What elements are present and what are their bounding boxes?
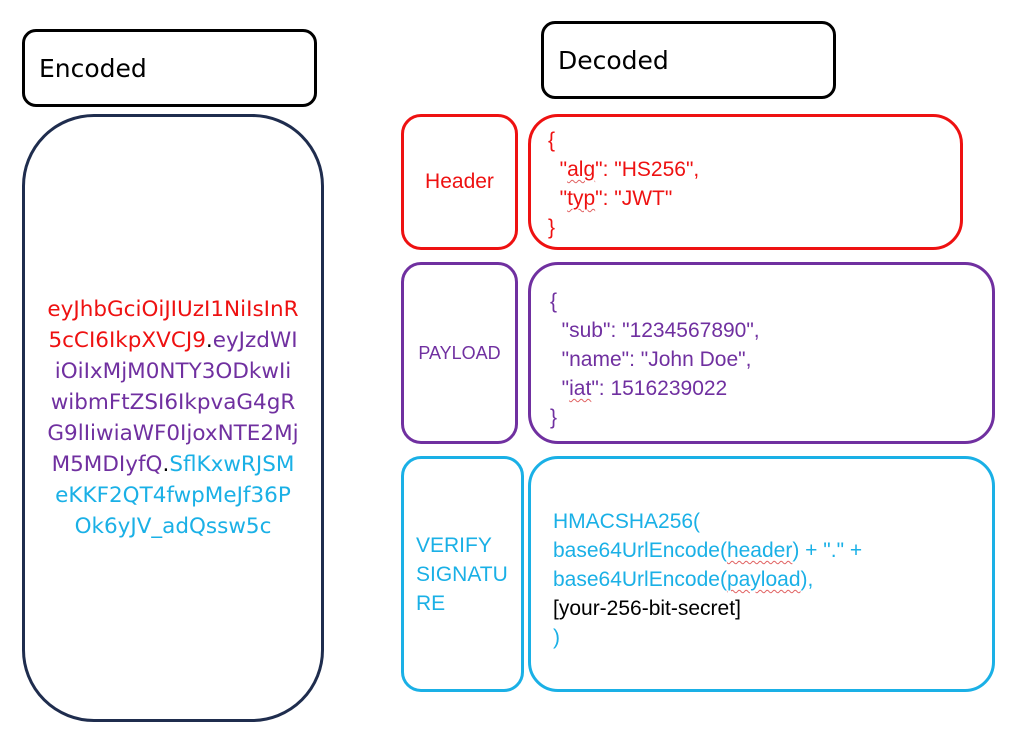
decoded-title: Decoded [558,45,669,75]
encoded-title: Encoded [39,53,147,83]
encode-fn-1: base64UrlEncode [553,539,720,562]
name-value: "John Doe", [640,348,752,371]
arg-header: header [726,539,793,562]
hmac-call: HMACSHA256( [553,510,701,533]
hmac-close: ) [553,626,560,649]
header-section-label: Header [401,114,518,250]
name-key: name [569,348,622,371]
typ-key: typ [567,187,596,210]
payload-json: { "sub": "1234567890", "name": "John Doe… [550,290,760,429]
payload-section-label: PAYLOAD [401,262,518,444]
brace-open: { [548,129,556,152]
token-header-part: eyJhbGciOiJIUzI1NiIsInR5cCI6IkpXVCJ9 [47,297,299,353]
signature-label-text: VERIFY SIGNATURE [416,533,508,615]
payload-json-box: { "sub": "1234567890", "name": "John Doe… [528,262,995,444]
concat-op: + "." + [799,539,863,562]
arg-payload: payload [726,568,801,591]
brace-open: { [550,290,558,313]
token-separator: . [162,452,170,477]
encoded-title-box: Encoded [22,29,317,107]
alg-key: alg [567,158,596,181]
token-signature-part: SflKxwRJSMeKKF2QT4fwpMeJf36POk6yJV_adQss… [55,452,295,539]
header-json: { "alg": "HS256", "typ": "JWT" } [548,129,700,239]
signature-formula: HMACSHA256( base64UrlEncode(header) + ".… [553,510,863,649]
payload-label-text: PAYLOAD [418,342,501,363]
sub-value: "1234567890", [622,319,760,342]
encoded-token-panel: eyJhbGciOiJIUzI1NiIsInR5cCI6IkpXVCJ9.eyJ… [22,114,324,722]
secret-placeholder: [your-256-bit-secret] [553,597,741,620]
iat-key: iat [569,377,592,400]
decoded-title-box: Decoded [541,21,836,99]
token-separator: . [205,328,213,353]
brace-close: } [550,406,558,429]
iat-value: 1516239022 [610,377,728,400]
encoded-token: eyJhbGciOiJIUzI1NiIsInR5cCI6IkpXVCJ9.eyJ… [47,294,299,542]
header-json-box: { "alg": "HS256", "typ": "JWT" } [528,114,963,250]
encode-fn-2: base64UrlEncode [553,568,720,591]
paren-comma: ), [800,568,814,591]
token-payload-part: eyJzdWIiOiIxMjM0NTY3ODkwIiwibmFtZSI6Ikpv… [47,328,299,477]
typ-value: "JWT" [614,187,673,210]
alg-value: "HS256", [614,158,700,181]
signature-section-label: VERIFY SIGNATURE [401,456,524,692]
signature-box: HMACSHA256( base64UrlEncode(header) + ".… [528,456,995,692]
sub-key: sub [569,319,603,342]
header-label-text: Header [425,170,494,193]
brace-close: } [548,216,556,239]
